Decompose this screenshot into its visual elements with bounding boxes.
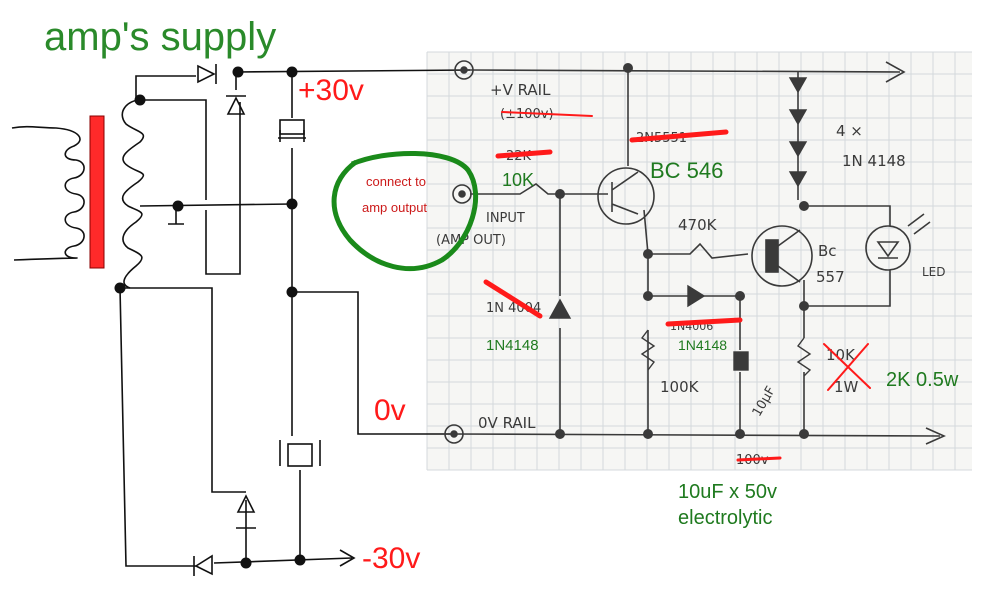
capacitor-sketch [733, 351, 749, 371]
zero-v-label: 0v [374, 394, 406, 427]
cap-new-label-1: 10uF x 50v [678, 481, 777, 503]
transformer-core [89, 115, 105, 269]
green-annotations: 10K BC 546 1N4148 1N4148 2K 0.5w 10uF x … [486, 158, 959, 529]
input-sub-label: (AMP OUT) [436, 233, 506, 248]
wire-minus-rail [213, 557, 353, 564]
led-label: LED [922, 265, 946, 279]
cap-new-label-2: electrolytic [678, 507, 772, 529]
diode-stack-sketch [788, 77, 808, 188]
wire-plus-rail [235, 69, 471, 73]
filter-capacitor-top [278, 119, 306, 142]
wire-zero-rail [292, 291, 452, 435]
note-ring [331, 151, 479, 272]
paper-background [427, 52, 972, 470]
note-line-2: amp output [362, 200, 427, 215]
wire-top [135, 75, 196, 100]
r-load-original-1: 10K [826, 346, 856, 364]
rectifier-diode-bottom [193, 554, 213, 576]
plus-rail-note: (±100v) [500, 107, 554, 122]
input-label: INPUT [486, 211, 525, 226]
wire-tap-upper [142, 99, 207, 200]
q2-label-line2: 557 [816, 268, 845, 286]
filter-capacitor-bottom [279, 440, 321, 467]
sketch-terminals [444, 60, 474, 444]
minus-30v-label: -30v [362, 542, 420, 575]
note-text: connect to amp output [362, 174, 427, 215]
note-line-1: connect to [366, 174, 426, 189]
diode-d1-sketch [548, 298, 572, 319]
sketch-junctions [555, 63, 809, 439]
transistor-q1-sketch [597, 167, 655, 225]
paper-grid [426, 51, 972, 471]
r1-new-label: 10K [502, 170, 534, 190]
minus-rail-arrow [339, 549, 356, 567]
transistor-q2-sketch [751, 225, 813, 287]
plus-rail-label: +V RAIL [490, 81, 551, 99]
rectifier-diode-lower [236, 494, 256, 529]
primary-winding [11, 125, 85, 261]
rectifier-diode-vertical [226, 95, 246, 115]
resistor-100k-sketch [640, 329, 656, 371]
diodes-type-label: 1N 4148 [842, 152, 906, 170]
led-sketch [865, 213, 931, 271]
plus-30v-label: +30v [298, 74, 364, 107]
d1-new-label: 1N4148 [486, 337, 539, 354]
diodes-count-label: 4 × [836, 122, 863, 140]
q2-label-line1: Bc [818, 242, 837, 260]
voltage-labels: +30v 0v -30v [298, 74, 420, 575]
power-supply-schematic [11, 69, 471, 567]
resistor-load-sketch [796, 337, 812, 377]
wire-tap-lower [205, 102, 241, 275]
rectifier-diode-top [197, 64, 217, 84]
wire-cap-column [291, 72, 301, 560]
page-title: amp's supply [44, 15, 276, 59]
d2-new-label: 1N4148 [678, 337, 727, 353]
wire-center-tap [139, 203, 293, 207]
sketch-labels: +V RAIL (±100v) 0V RAIL INPUT (AMP OUT) … [436, 81, 946, 468]
red-strikethroughs [483, 111, 871, 462]
zero-rail-label: 0V RAIL [478, 414, 536, 432]
secondary-winding [121, 99, 145, 289]
r100k-label: 100K [660, 378, 700, 396]
d1-original-label: 1N 4004 [486, 301, 541, 316]
r-load-new-label: 2K 0.5w [886, 369, 959, 391]
q1-new-label: BC 546 [650, 158, 723, 183]
wire-bottom [120, 287, 246, 493]
r470k-label: 470K [678, 216, 718, 234]
diode-d2-sketch [687, 284, 706, 308]
r-load-original-2: 1W [834, 378, 859, 396]
wire-left-return [119, 287, 196, 567]
graph-paper-sketch [426, 51, 972, 471]
junction-dots [114, 66, 306, 569]
